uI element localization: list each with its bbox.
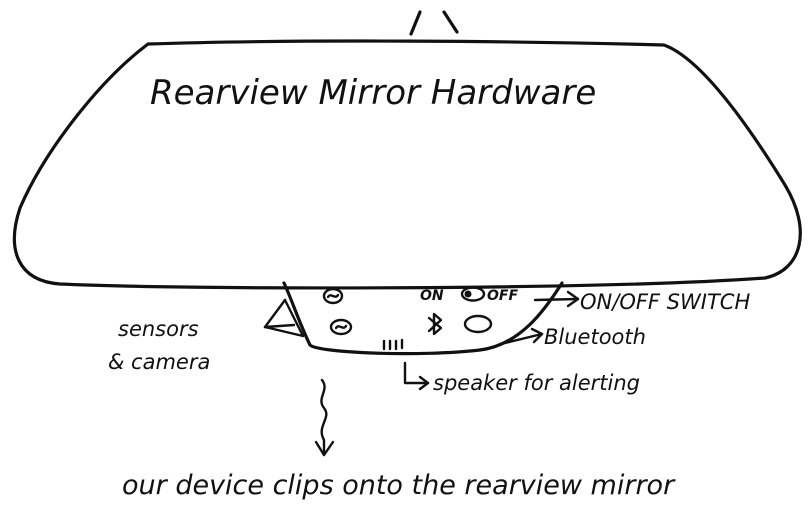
sensors-label-line2: & camera — [108, 350, 210, 374]
switch-off-label: OFF — [487, 288, 518, 304]
on-off-switch-label: ON/OFF SWITCH — [580, 290, 750, 314]
mirror-outline — [12, 39, 802, 290]
speaker-grille-icon — [382, 338, 404, 351]
speaker-label: speaker for alerting — [433, 371, 640, 395]
speaker-arrow — [403, 361, 430, 391]
device-outline — [282, 281, 564, 356]
on-off-arrow — [533, 290, 580, 308]
button-icon — [463, 314, 493, 334]
sensors-bracket — [263, 298, 305, 338]
diagram-caption: our device clips onto the rearview mirro… — [122, 470, 676, 501]
camera-icon — [329, 318, 353, 336]
switch-icon — [460, 286, 486, 302]
mirror-mount — [409, 10, 459, 36]
sensors-label-line1: sensors — [118, 317, 199, 341]
bluetooth-label: Bluetooth — [544, 325, 646, 349]
switch-on-label: ON — [420, 288, 444, 304]
bluetooth-icon — [427, 312, 443, 336]
diagram-title: Rearview Mirror Hardware — [150, 73, 596, 113]
sensor-icon — [322, 287, 344, 305]
bluetooth-arrow — [503, 327, 544, 345]
down-arrow — [314, 378, 335, 457]
